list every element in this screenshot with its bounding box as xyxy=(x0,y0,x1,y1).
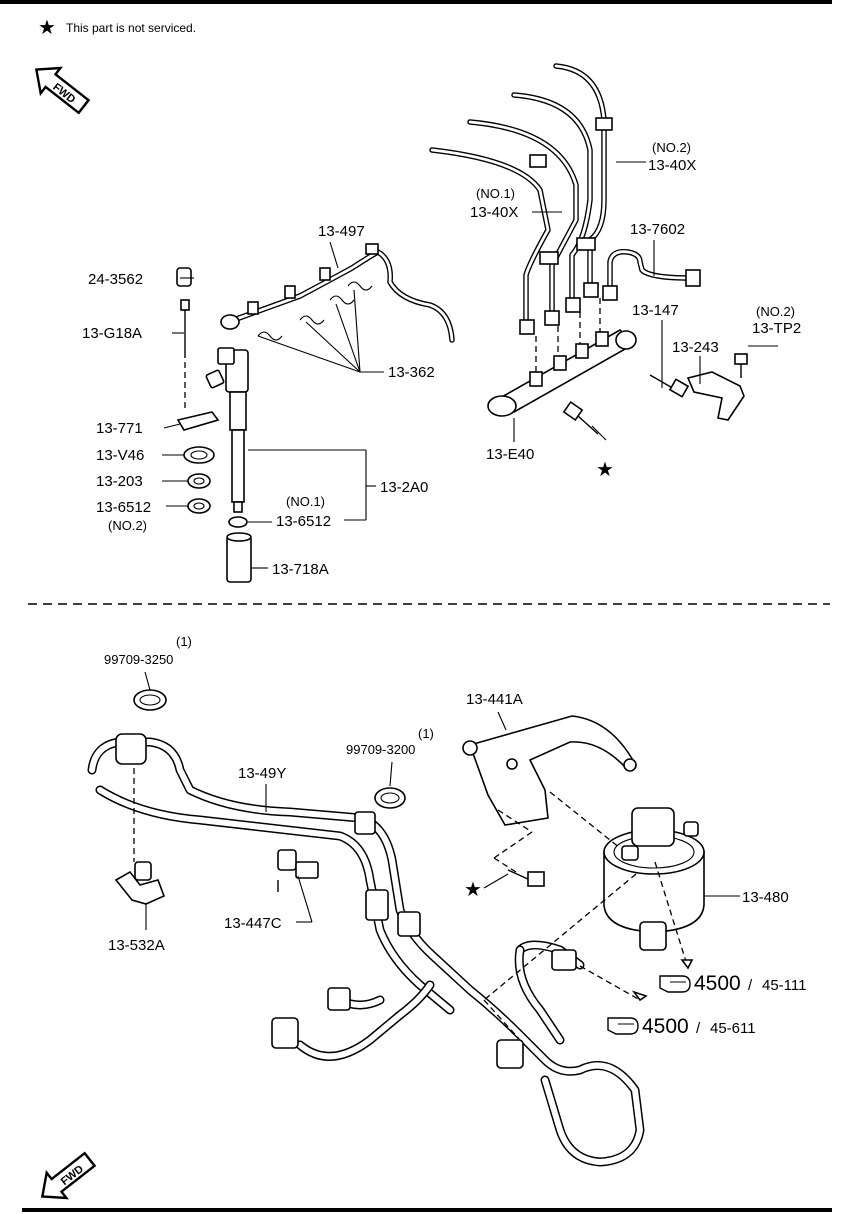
injector-drawing xyxy=(205,347,249,513)
label-13-497: 13-497 xyxy=(318,223,365,240)
label-no1-center: (NO.1) xyxy=(286,494,325,509)
ref-pointer-icon-2 xyxy=(607,1017,639,1035)
rail-bolt-drawing xyxy=(562,400,599,435)
label-13-e40: 13-E40 xyxy=(486,446,534,463)
washer-v46-drawing xyxy=(183,446,215,464)
hose-clip-447c-drawing xyxy=(277,849,319,892)
label-13-v46: 13-V46 xyxy=(96,447,144,464)
label-qty-1-b: (1) xyxy=(418,726,434,741)
label-13-447c: 13-447C xyxy=(224,915,282,932)
label-13-718a: 13-718A xyxy=(272,561,329,578)
label-13-441a: 13-441A xyxy=(466,691,523,708)
fwd-arrow-icon-bottom: FWD xyxy=(40,1151,97,1200)
injection-pipes-drawing xyxy=(429,63,613,335)
label-13-532a: 13-532A xyxy=(108,937,165,954)
label-13-2a0: 13-2A0 xyxy=(380,479,428,496)
pressure-sensor-drawing xyxy=(649,374,690,398)
fuel-hose-drawing xyxy=(87,733,645,1167)
bracket-drawing xyxy=(686,371,745,421)
label-13-6512-center: 13-6512 xyxy=(276,513,331,530)
rail-bolt-star-icon: ★ xyxy=(596,459,614,481)
label-13-147: 13-147 xyxy=(632,302,679,319)
label-13-362: 13-362 xyxy=(388,364,435,381)
label-13-40x-no2: 13-40X xyxy=(648,157,696,174)
tp2-bolt-drawing xyxy=(734,353,748,378)
label-13-49y: 13-49Y xyxy=(238,765,286,782)
bracket-bolt-drawing xyxy=(507,869,545,887)
filter-bracket-drawing xyxy=(462,715,637,826)
ref-sub-2: 45-611 xyxy=(710,1020,756,1037)
ref-pointer-icon-1 xyxy=(659,975,691,993)
clip-drawings xyxy=(257,281,373,341)
washer-203-drawing xyxy=(187,473,211,489)
label-13-tp2: 13-TP2 xyxy=(752,320,801,337)
label-13-203: 13-203 xyxy=(96,473,143,490)
fuel-filter-drawing xyxy=(603,807,705,951)
bolt-drawing xyxy=(180,299,190,358)
label-13-480: 13-480 xyxy=(742,889,789,906)
not-serviced-star-icon: ★ xyxy=(38,17,56,39)
fwd-arrow-icon-top: FWD xyxy=(34,66,91,115)
common-rail-drawing xyxy=(487,329,637,417)
ref-sep-1: / xyxy=(748,977,753,994)
label-13-g18a: 13-G18A xyxy=(82,325,142,342)
label-no1-pipe: (NO.1) xyxy=(476,186,515,201)
label-24-3562: 24-3562 xyxy=(88,271,143,288)
clamp-drawing xyxy=(176,411,220,431)
label-no2-pipe: (NO.2) xyxy=(652,140,691,155)
label-13-6512-left: 13-6512 xyxy=(96,499,151,516)
cap-drawing xyxy=(176,267,192,287)
ref-sep-2: / xyxy=(696,1020,701,1037)
label-99709-3200: 99709-3200 xyxy=(346,742,415,757)
supply-pipe-drawing xyxy=(602,248,701,301)
hose-clip-532a-drawing xyxy=(114,861,166,905)
sleeve-drawing xyxy=(226,532,252,583)
label-13-771: 13-771 xyxy=(96,420,143,437)
leak-off-pipe-drawing xyxy=(220,243,455,343)
washer-6512-no2-drawing xyxy=(187,498,211,514)
label-no2-left: (NO.2) xyxy=(108,518,147,533)
label-13-7602: 13-7602 xyxy=(630,221,685,238)
label-13-40x-no1: 13-40X xyxy=(470,204,518,221)
hose-clamp-3200-drawing xyxy=(374,787,406,809)
washer-6512-no1-drawing xyxy=(228,516,248,528)
label-99709-3250: 99709-3250 xyxy=(104,652,173,667)
ref-group-1: 4500 xyxy=(694,972,741,995)
hose-clamp-3250-drawing xyxy=(133,689,167,711)
bracket-bolt-star-icon: ★ xyxy=(464,879,482,901)
label-13-243: 13-243 xyxy=(672,339,719,356)
label-qty-1-a: (1) xyxy=(176,634,192,649)
ref-sub-1: 45-111 xyxy=(762,977,806,994)
note-text: This part is not serviced. xyxy=(66,21,196,35)
ref-group-2: 4500 xyxy=(642,1015,689,1038)
label-no2-tp2: (NO.2) xyxy=(756,304,795,319)
